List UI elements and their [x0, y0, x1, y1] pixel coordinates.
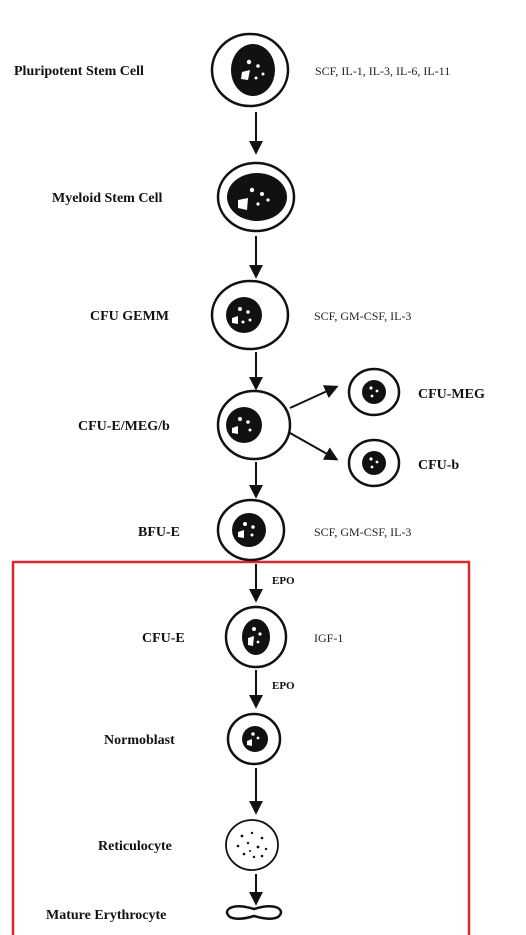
cfu-gemm-nucleus [226, 297, 262, 333]
reticulocyte-membrane [225, 819, 279, 871]
reticulocyte-cell [225, 819, 279, 871]
bfu-e-factors: SCF, GM-CSF, IL-3 [314, 525, 411, 539]
normoblast-cell [226, 712, 282, 766]
cfu-meg-label: CFU-MEG [418, 387, 485, 402]
arrow-emegb-to-b [289, 432, 339, 461]
myeloid-cell-nucleus [227, 173, 287, 221]
bfu-e-nucleus [232, 513, 266, 547]
cfu-emegb-nucleus [226, 407, 262, 443]
cfu-meg-cell [347, 367, 401, 417]
myeloid-label: Myeloid Stem Cell [52, 191, 163, 206]
cfu-emegb-cell [216, 389, 292, 461]
pluripotent-factors: SCF, IL-1, IL-3, IL-6, IL-11 [315, 64, 450, 78]
myeloid-stem-cell [216, 161, 296, 233]
pluripotent-cell-nucleus [231, 44, 275, 96]
cfu-e-nucleus [242, 619, 270, 655]
arrow-emegb-to-meg [289, 385, 339, 409]
cfu-b-cell [347, 438, 401, 488]
epo-label-1: EPO [272, 575, 295, 587]
normoblast-label: Normoblast [104, 733, 175, 748]
erythrocyte-label: Mature Erythrocyte [46, 908, 166, 923]
erythroid-highlight-box [11, 560, 471, 935]
cfu-gemm-factors: SCF, GM-CSF, IL-3 [314, 309, 411, 323]
erythrocyte-shape [225, 905, 283, 920]
cfu-e-label: CFU-E [142, 631, 185, 646]
cfu-e-factors: IGF-1 [314, 631, 343, 645]
cfu-b-label: CFU-b [418, 458, 459, 473]
bfu-e-label: BFU-E [138, 525, 180, 540]
bfu-e-cell [216, 498, 286, 562]
epo-label-2: EPO [272, 680, 295, 692]
cfu-meg-nucleus [362, 380, 386, 404]
pluripotent-label: Pluripotent Stem Cell [14, 64, 144, 79]
cfu-gemm-cell [210, 279, 290, 351]
cfu-emegb-label: CFU-E/MEG/b [78, 419, 170, 434]
pluripotent-stem-cell [210, 32, 290, 108]
cfu-b-nucleus [362, 451, 386, 475]
normoblast-nucleus [242, 726, 268, 752]
cfu-gemm-label: CFU GEMM [90, 309, 169, 324]
cfu-e-cell [224, 605, 288, 669]
reticulocyte-label: Reticulocyte [98, 839, 172, 854]
